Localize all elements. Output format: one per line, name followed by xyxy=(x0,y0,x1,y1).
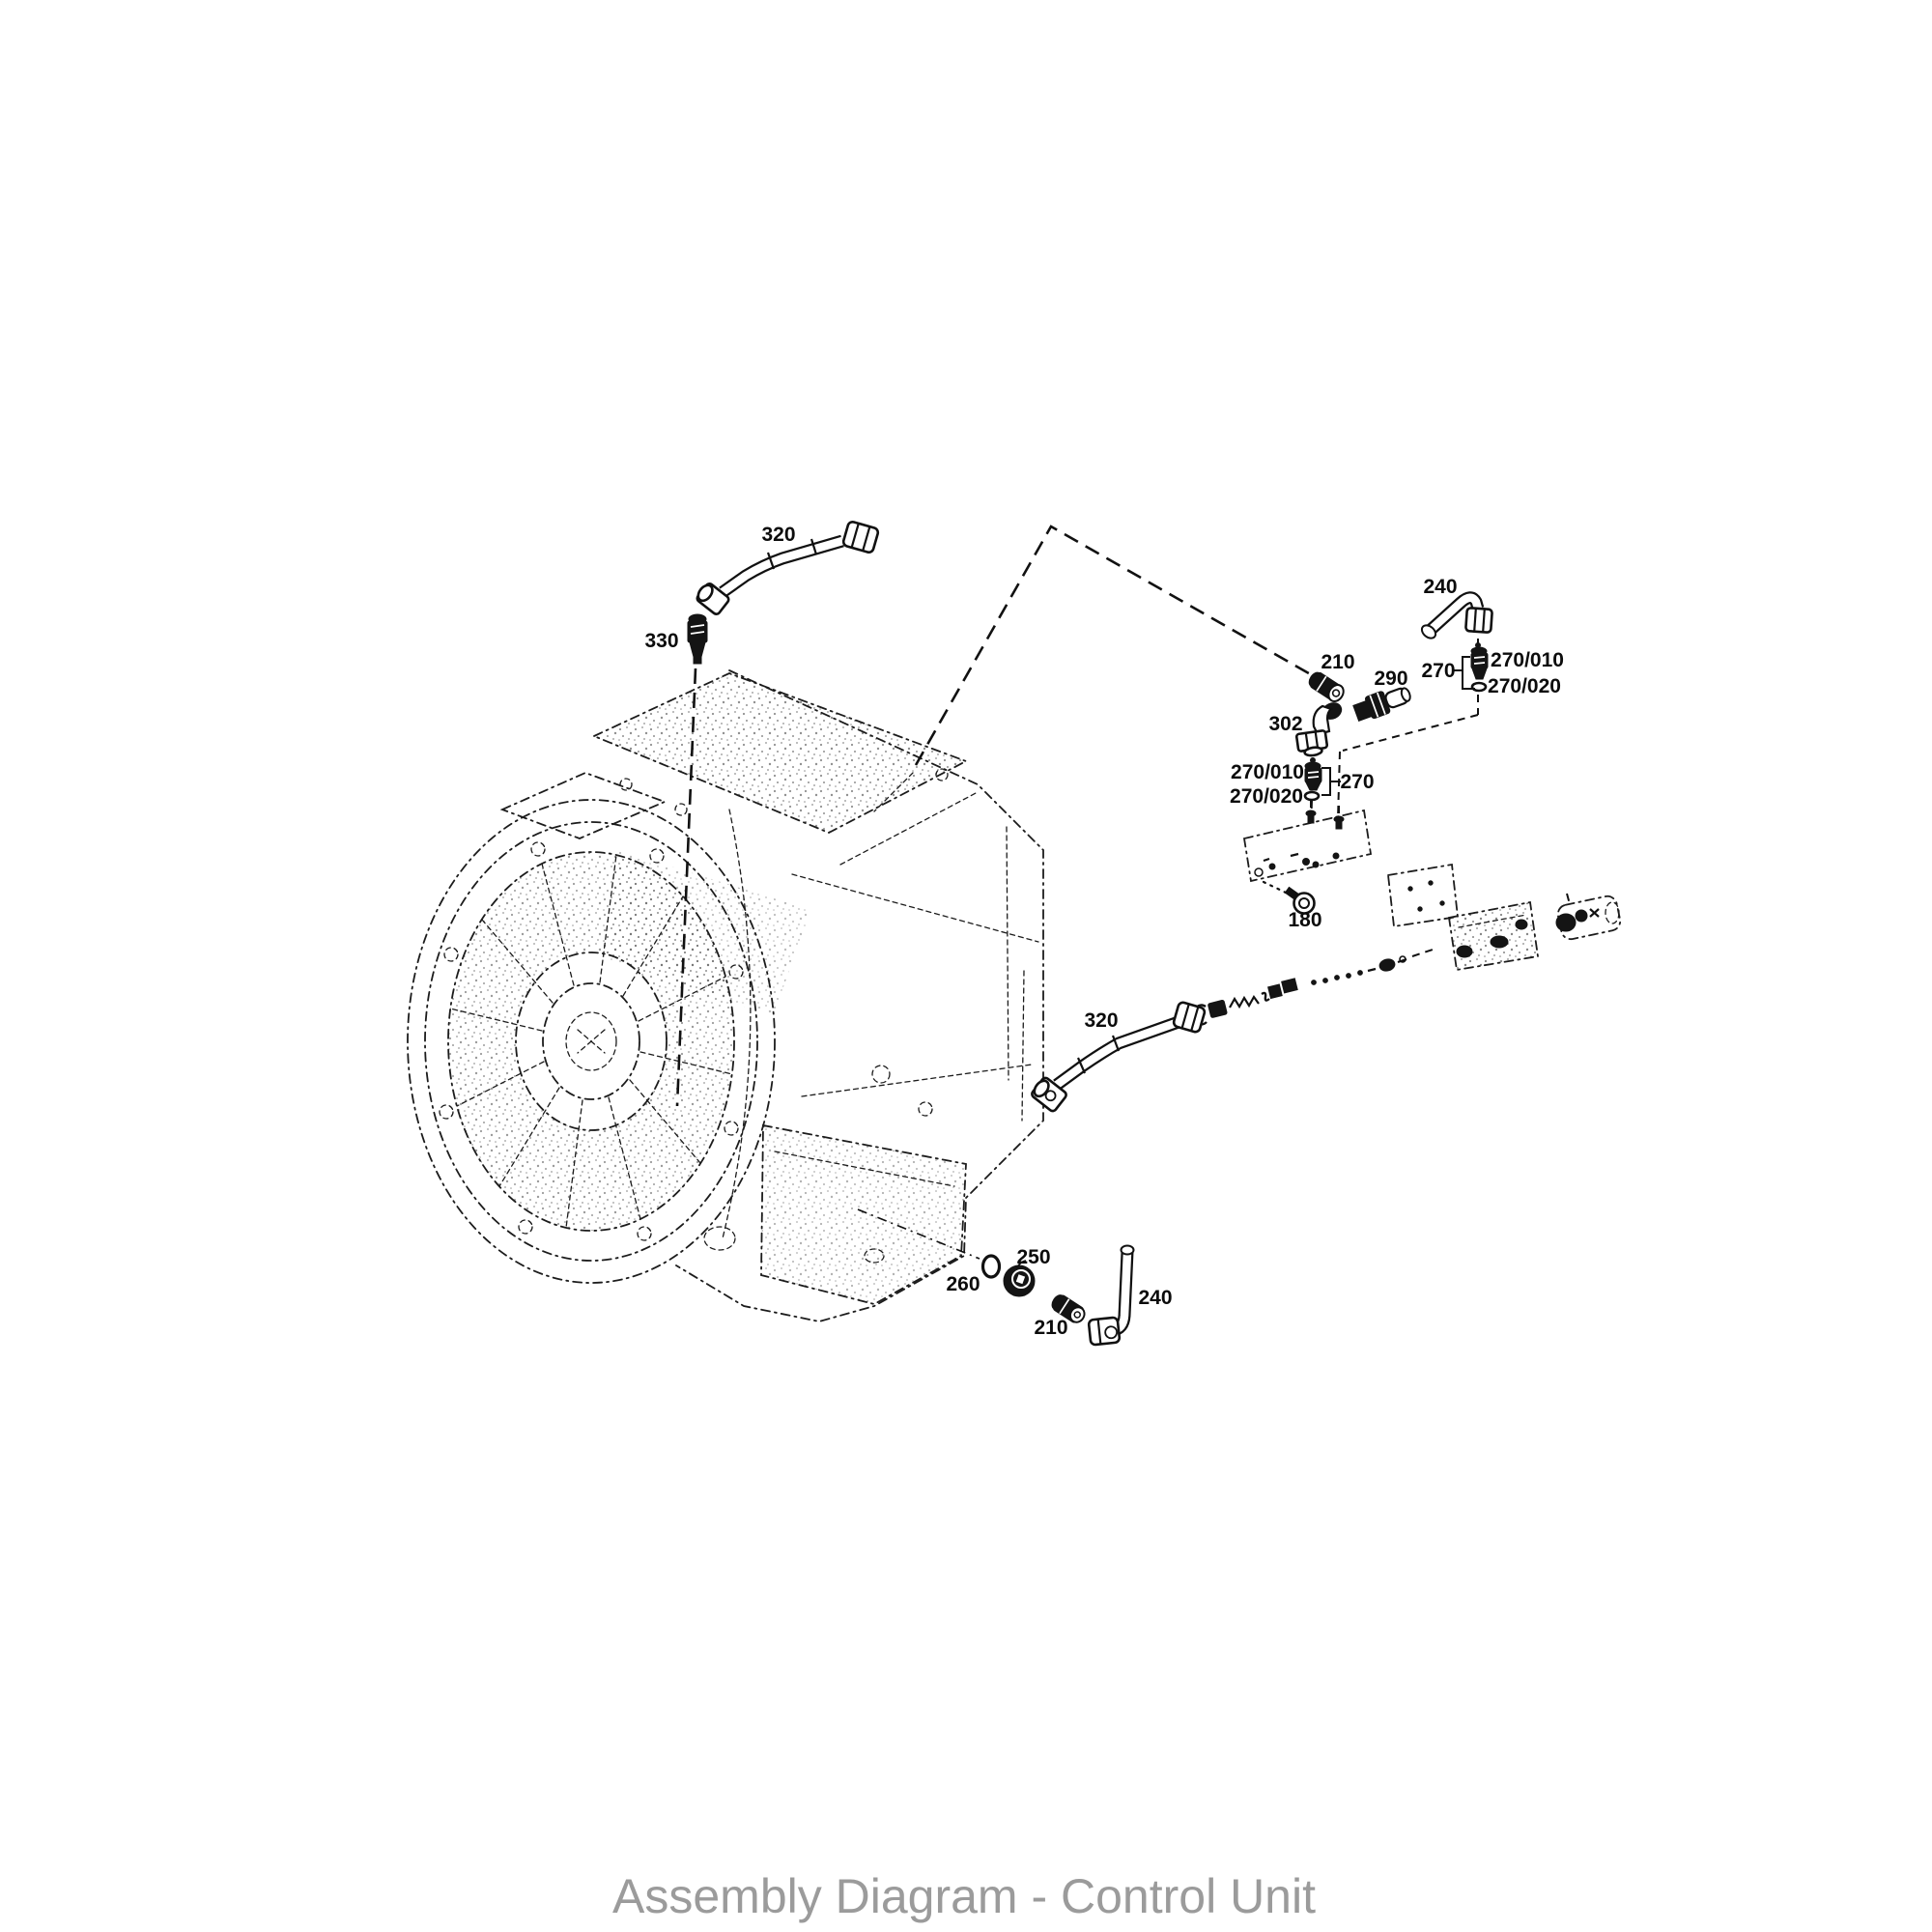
part-label-210-top: 210 xyxy=(1321,651,1354,673)
control-block xyxy=(1242,800,1373,883)
part-label-290: 290 xyxy=(1374,668,1407,690)
part-label-260: 260 xyxy=(946,1273,980,1295)
pipe-240-top-nut xyxy=(1464,607,1493,634)
part-label-320-bottom: 320 xyxy=(1084,1009,1118,1032)
part-label-330: 330 xyxy=(644,630,678,652)
pipe-320-bottom-union-nut xyxy=(1031,1076,1067,1113)
sensor-290 xyxy=(1352,687,1411,722)
part-label-270-010-left: 270/010 xyxy=(1231,761,1304,783)
part-label-210-bottom: 210 xyxy=(1034,1317,1067,1339)
gasket-plate xyxy=(1387,863,1459,928)
pipe-320-top-hex-nut xyxy=(841,520,880,554)
group-270-right xyxy=(1454,642,1489,693)
oring-260 xyxy=(980,1254,1002,1279)
part-label-270-020-right: 270/020 xyxy=(1488,675,1561,697)
pipe-320-bottom-hex-nut xyxy=(1172,1001,1207,1034)
part-label-302: 302 xyxy=(1268,713,1302,735)
part-label-270-020-left: 270/020 xyxy=(1230,785,1303,808)
pipe-240-bottom-nut xyxy=(1087,1316,1122,1347)
fitting-210-top xyxy=(1308,671,1345,702)
part-label-270-right: 270 xyxy=(1421,660,1455,682)
leader-lines xyxy=(675,525,1479,1260)
pipe-320-top-union-nut xyxy=(696,582,730,615)
part-label-320-top: 320 xyxy=(761,524,795,546)
fitting-210-bottom xyxy=(1051,1294,1086,1323)
valve-block xyxy=(1447,900,1540,972)
part-label-250: 250 xyxy=(1016,1246,1050,1268)
part-label-270-010-right: 270/010 xyxy=(1491,649,1564,671)
transmission-housing xyxy=(407,669,1044,1322)
block-screw-right xyxy=(1333,806,1345,830)
group-270-left xyxy=(1303,757,1341,802)
pipe-240-bottom xyxy=(1087,1244,1135,1347)
block-screw-left xyxy=(1305,800,1317,824)
part-label-240-bottom: 240 xyxy=(1138,1287,1172,1309)
bolt-180 xyxy=(1284,886,1316,915)
part-label-240-top: 240 xyxy=(1423,576,1457,598)
end-component xyxy=(1555,893,1622,941)
spool-spring-assembly xyxy=(1192,948,1436,1026)
pipe-320-bottom xyxy=(1031,1001,1207,1113)
elbow-302 xyxy=(1294,702,1343,757)
part-label-270-left: 270 xyxy=(1340,771,1374,793)
pipe-240-top xyxy=(1420,591,1493,639)
caption: Assembly Diagram - Control Unit xyxy=(612,1869,1316,1923)
part-label-180: 180 xyxy=(1288,909,1321,931)
pipe-320-top xyxy=(696,520,880,615)
fitting-330 xyxy=(687,613,708,665)
plug-250 xyxy=(1003,1260,1036,1297)
